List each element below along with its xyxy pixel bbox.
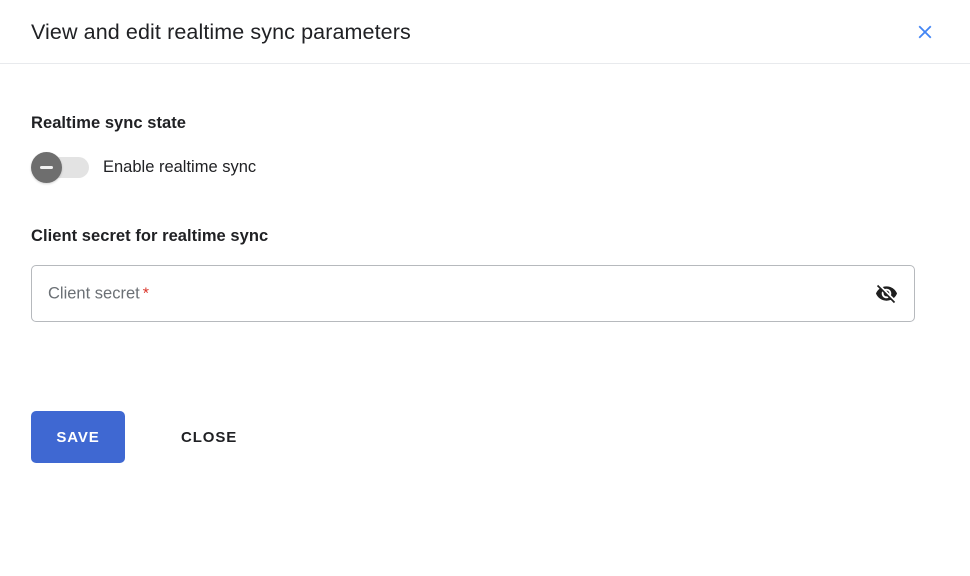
dialog-actions: SAVE CLOSE [31, 411, 939, 463]
page-title: View and edit realtime sync parameters [31, 19, 411, 44]
dialog-header: View and edit realtime sync parameters [0, 0, 970, 63]
enable-realtime-sync-toggle[interactable] [31, 152, 89, 183]
enable-realtime-sync-row: Enable realtime sync [31, 152, 939, 183]
minus-dash-icon [40, 166, 53, 169]
enable-realtime-sync-label: Enable realtime sync [103, 158, 257, 176]
header-divider [0, 63, 970, 64]
toggle-secret-visibility-button[interactable] [871, 279, 901, 309]
close-dialog-button[interactable] [908, 15, 942, 49]
client-secret-field-wrapper: Client secret* [31, 265, 915, 322]
dialog-body: Realtime sync state Enable realtime sync… [0, 64, 970, 463]
close-button[interactable]: CLOSE [165, 411, 253, 463]
eye-off-icon [875, 282, 898, 305]
realtime-sync-state-heading: Realtime sync state [31, 114, 187, 132]
toggle-thumb [31, 152, 62, 183]
save-button[interactable]: SAVE [31, 411, 125, 463]
client-secret-input[interactable] [48, 266, 849, 321]
client-secret-heading: Client secret for realtime sync [31, 227, 269, 245]
close-x-icon [914, 21, 936, 43]
